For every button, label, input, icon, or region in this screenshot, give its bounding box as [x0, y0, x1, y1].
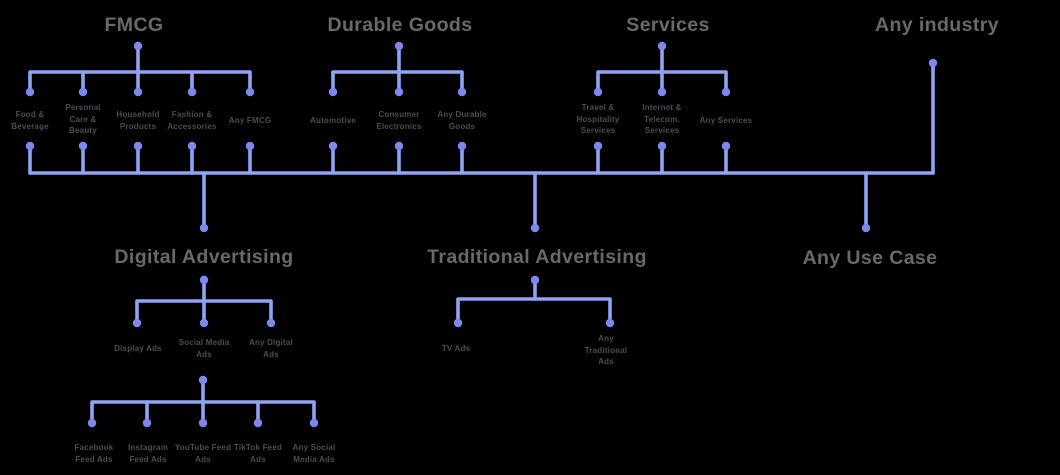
industry-heading-fmcg: FMCG: [104, 14, 164, 36]
node-food-beverage: Food & Beverage: [11, 110, 49, 131]
node-any-traditional-ads: Any Traditional Ads: [584, 334, 628, 366]
node-social-media-ads: Social Media Ads: [178, 338, 230, 359]
node-instagram-feed-ads: Instagram Feed Ads: [127, 443, 169, 464]
node-tv-ads: TV Ads: [441, 344, 471, 353]
node-personal-care-beauty: Personal Care & Beauty: [65, 103, 101, 135]
node-automotive: Automotive: [310, 116, 356, 125]
industry-heading-durable-goods: Durable Goods: [327, 14, 473, 36]
node-fashion-accessories: Fashion & Accessories: [167, 110, 217, 131]
node-facebook-feed-ads: Facebook Feed Ads: [74, 443, 114, 464]
node-consumer-electronics: Consumer Electronics: [376, 110, 422, 131]
industry-heading-services: Services: [626, 14, 710, 36]
node-any-services: Any Services: [699, 116, 753, 125]
node-display-ads: Display Ads: [114, 344, 162, 353]
node-tiktok-feed-ads: TikTok Feed Ads: [233, 443, 283, 464]
node-any-durable-goods: Any Durable Goods: [437, 110, 487, 131]
node-internet-telecom-services: Internet & Telecom. Services: [642, 103, 682, 135]
node-household-products: Household Products: [116, 110, 160, 131]
node-travel-hospitality-services: Travel & Hospitality Services: [576, 103, 620, 135]
connector-paths: [28, 44, 935, 424]
node-youtube-feed-ads: YouTube Feed Ads: [174, 443, 232, 464]
usecase-heading-digital-advertising: Digital Advertising: [114, 246, 294, 268]
node-any-social-media-ads: Any Social Media Ads: [292, 443, 336, 464]
node-any-fmcg: Any FMCG: [228, 116, 272, 125]
usecase-heading-any-use-case: Any Use Case: [802, 247, 938, 269]
node-any-digital-ads: Any Digital Ads: [249, 338, 293, 359]
connector-dots: [25, 41, 938, 428]
usecase-heading-traditional-advertising: Traditional Advertising: [427, 246, 647, 268]
industry-heading-any-industry: Any industry: [875, 14, 999, 36]
